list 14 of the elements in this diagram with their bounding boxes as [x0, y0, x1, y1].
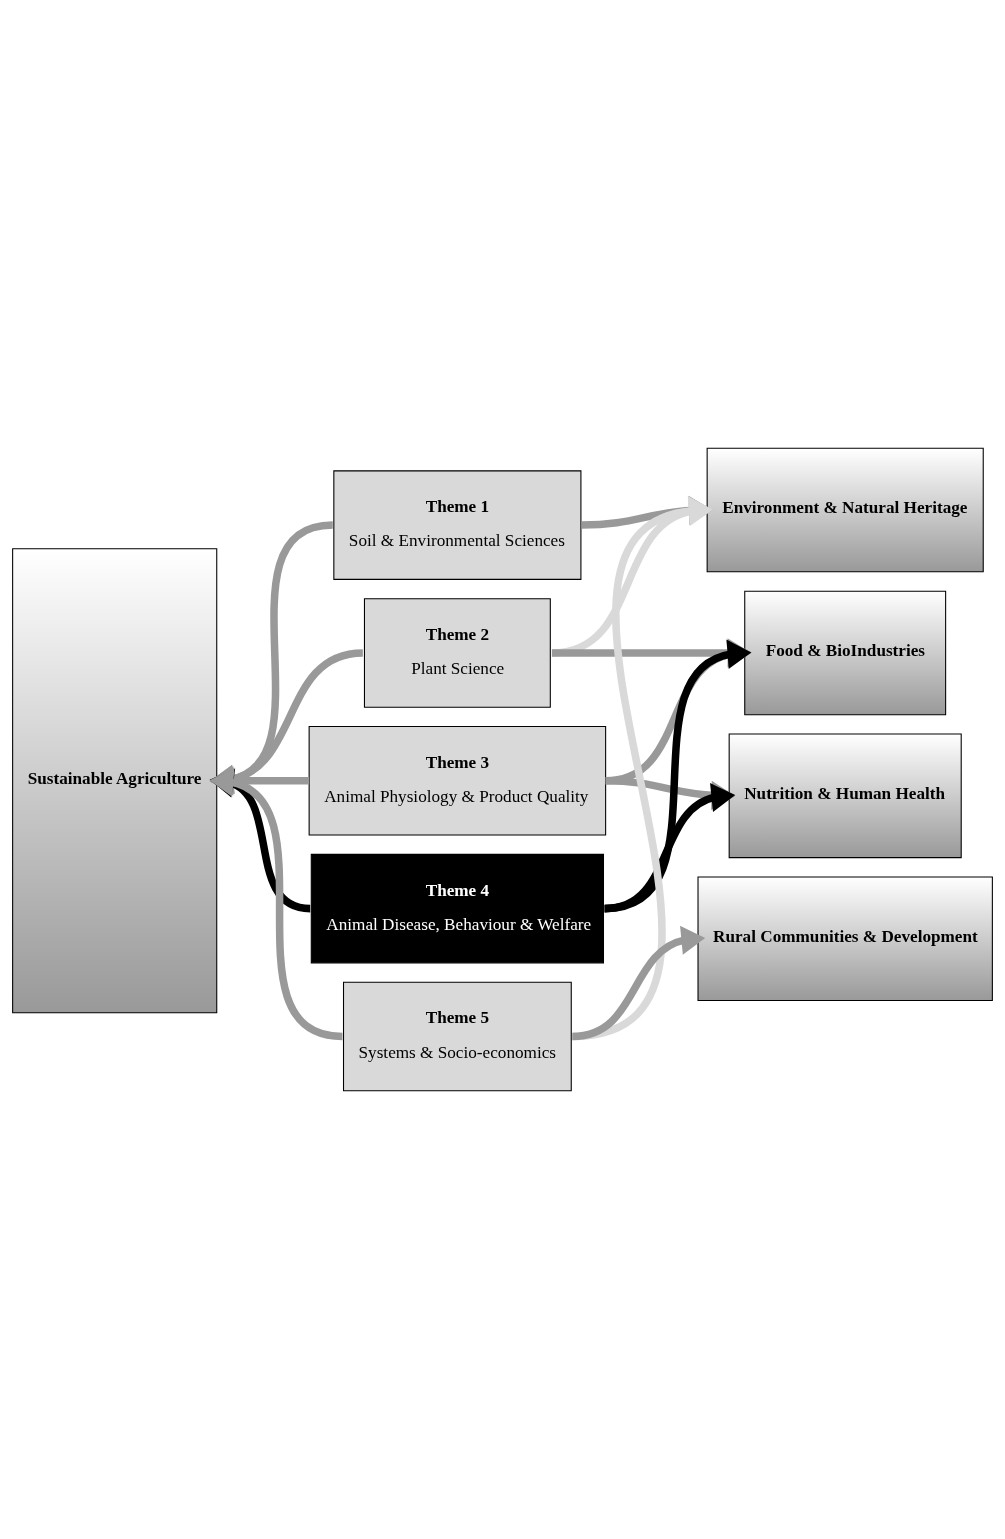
node-box: Food & BioIndustries	[744, 590, 947, 716]
arrow	[571, 496, 713, 1041]
arrow	[604, 783, 736, 913]
node-box: Rural Communities & Development	[697, 876, 993, 1001]
node-box: Theme 3 Animal Physiology & Product Quality	[308, 726, 607, 836]
node-box: Theme 5 Systems & Socio-economics	[342, 981, 572, 1092]
arrow	[571, 925, 706, 1041]
arrow	[581, 495, 713, 529]
node-box: Sustainable Agriculture	[12, 548, 218, 1014]
node-box: Theme 2 Plant Science	[363, 598, 551, 708]
node-box: Theme 1 Soil & Environmental Sciences	[333, 470, 582, 580]
node-box: Nutrition & Human Health	[728, 733, 962, 859]
node-box: Environment & Natural Heritage	[706, 447, 984, 573]
node-box: Theme 4 Animal Disease, Behaviour & Welfare	[310, 853, 604, 964]
